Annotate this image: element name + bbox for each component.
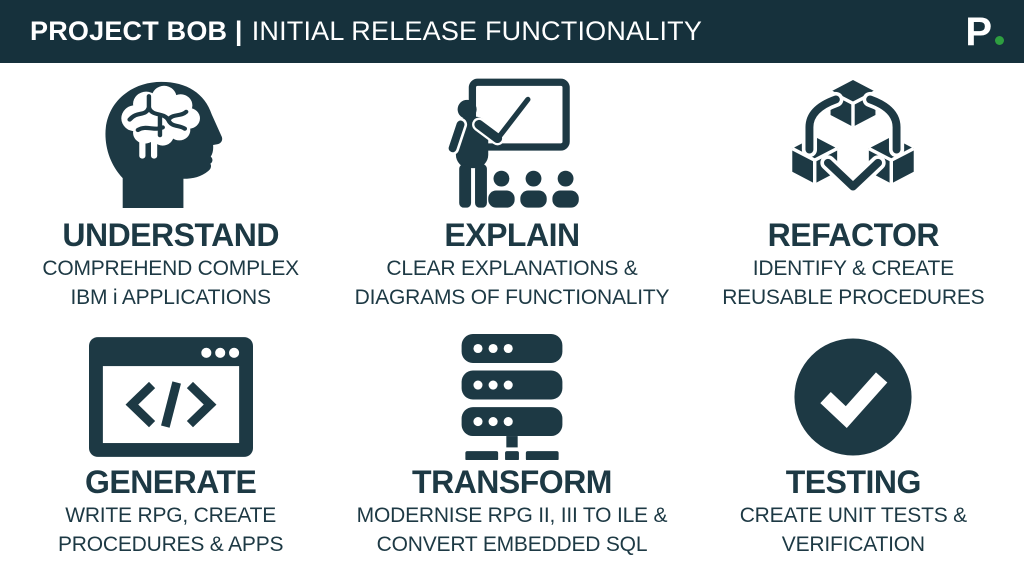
feature-grid: UNDERSTAND COMPREHEND COMPLEX IBM i APPL… <box>0 63 1024 576</box>
linked-cubes-icon <box>791 80 915 195</box>
feature-desc-line: CONVERT EMBEDDED SQL <box>376 532 648 556</box>
feature-desc-line: IDENTIFY & CREATE <box>752 257 954 280</box>
feature-icon-box <box>449 334 575 460</box>
feature-icon-box <box>785 75 921 211</box>
feature-title: TESTING <box>785 464 922 500</box>
feature-desc-line: COMPREHEND COMPLEX <box>42 257 299 280</box>
feature-icon-box <box>102 75 240 211</box>
feature-desc-line: VERIFICATION <box>781 532 925 556</box>
brand-logo-letter: P <box>965 9 992 54</box>
feature-title: EXPLAIN <box>444 217 580 253</box>
check-circle-icon <box>794 338 912 456</box>
feature-desc-line: CLEAR EXPLANATIONS & <box>386 257 638 280</box>
feature-card-understand: UNDERSTAND COMPREHEND COMPLEX IBM i APPL… <box>0 63 341 320</box>
feature-title: TRANSFORM <box>412 464 612 500</box>
feature-desc-line: CREATE UNIT TESTS & <box>739 504 967 527</box>
header-bar: PROJECT BOB | INITIAL RELEASE FUNCTIONALI… <box>0 0 1024 63</box>
feature-title: GENERATE <box>84 464 257 500</box>
slide-title-project: PROJECT BOB | <box>30 16 243 46</box>
feature-icon-box <box>792 336 914 458</box>
server-stack-icon <box>461 334 563 460</box>
feature-title: REFACTOR <box>767 217 940 253</box>
brand-logo: P <box>965 12 1010 52</box>
feature-card-transform: TRANSFORM MODERNISE RPG II, III TO ILE &… <box>341 320 682 576</box>
feature-desc: COMPREHEND COMPLEX IBM i APPLICATIONS <box>42 255 299 313</box>
feature-desc-line: MODERNISE RPG II, III TO ILE & <box>356 504 668 527</box>
feature-desc: CREATE UNIT TESTS & VERIFICATION <box>740 502 967 560</box>
feature-card-testing: TESTING CREATE UNIT TESTS & VERIFICATION <box>683 320 1024 576</box>
brand-logo-dot-icon <box>995 35 1004 45</box>
feature-desc-line: REUSABLE PROCEDURES <box>722 285 985 309</box>
feature-card-refactor: REFACTOR IDENTIFY & CREATE REUSABLE PROC… <box>683 63 1024 320</box>
presenter-whiteboard-icon <box>445 78 579 208</box>
feature-icon-box <box>432 75 592 211</box>
feature-icon-box <box>88 336 253 458</box>
feature-desc-line: WRITE RPG, CREATE <box>65 504 277 527</box>
feature-desc: MODERNISE RPG II, III TO ILE & CONVERT E… <box>357 502 668 560</box>
feature-card-generate: GENERATE WRITE RPG, CREATE PROCEDURES & … <box>0 320 341 576</box>
code-window-icon <box>88 337 253 457</box>
slide-title-subtitle: INITIAL RELEASE FUNCTIONALITY <box>251 16 703 46</box>
feature-desc-line: DIAGRAMS OF FUNCTIONALITY <box>354 285 670 309</box>
feature-title: UNDERSTAND <box>62 217 279 253</box>
feature-card-explain: EXPLAIN CLEAR EXPLANATIONS & DIAGRAMS OF… <box>341 63 682 320</box>
feature-desc-line: IBM i APPLICATIONS <box>70 285 271 309</box>
slide-title: PROJECT BOB | INITIAL RELEASE FUNCTIONALI… <box>30 18 702 45</box>
feature-desc-line: PROCEDURES & APPS <box>57 532 284 556</box>
head-brain-icon <box>105 81 222 208</box>
feature-desc: IDENTIFY & CREATE REUSABLE PROCEDURES <box>722 255 984 313</box>
feature-desc: WRITE RPG, CREATE PROCEDURES & APPS <box>57 502 284 560</box>
feature-desc: CLEAR EXPLANATIONS & DIAGRAMS OF FUNCTIO… <box>355 255 670 313</box>
